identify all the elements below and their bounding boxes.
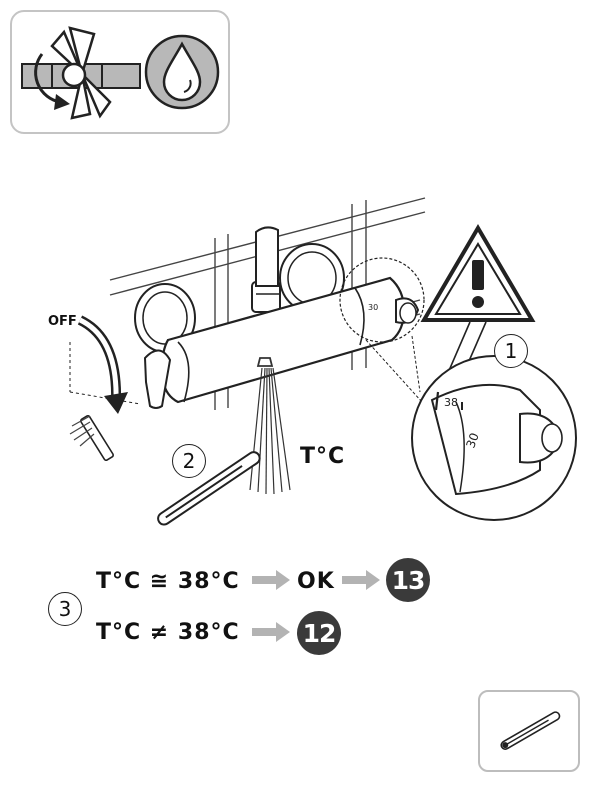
arrow-right-icon [252,570,290,590]
go-to-step-12-badge: 12 [297,611,341,655]
small-dial-mark: 30 [368,303,378,312]
arrow-right-icon [252,622,290,642]
warning-icon [420,224,536,322]
top-icon-panel [10,10,230,134]
detail-knob [430,383,563,496]
ok-label: OK [297,569,335,594]
temperature-label: T°C [300,444,346,469]
shower-mixer-diagram: 30 [69,197,577,526]
condition-not-ok-text: T°C ≠ 38°C [96,620,240,645]
dial-mark-30: 30 [463,431,481,450]
step-1-badge: 1 [494,334,528,368]
step-3-badge: 3 [48,592,82,626]
valve-open-rotate-icon [21,26,141,120]
dial-mark-38: 38 [444,396,458,409]
water-drop-icon [144,34,220,110]
tool-panel [478,690,580,772]
arrow-right-icon [342,570,380,590]
hand-shower-icon [69,414,115,462]
off-label: OFF [48,314,77,329]
condition-ok-text: T°C ≅ 38°C [96,569,240,594]
thermometer-icon [500,711,561,750]
thermometer-in-stream [157,451,261,526]
water-stream [249,357,291,495]
go-to-step-13-badge: 13 [386,558,430,602]
step-2-badge: 2 [172,444,206,478]
